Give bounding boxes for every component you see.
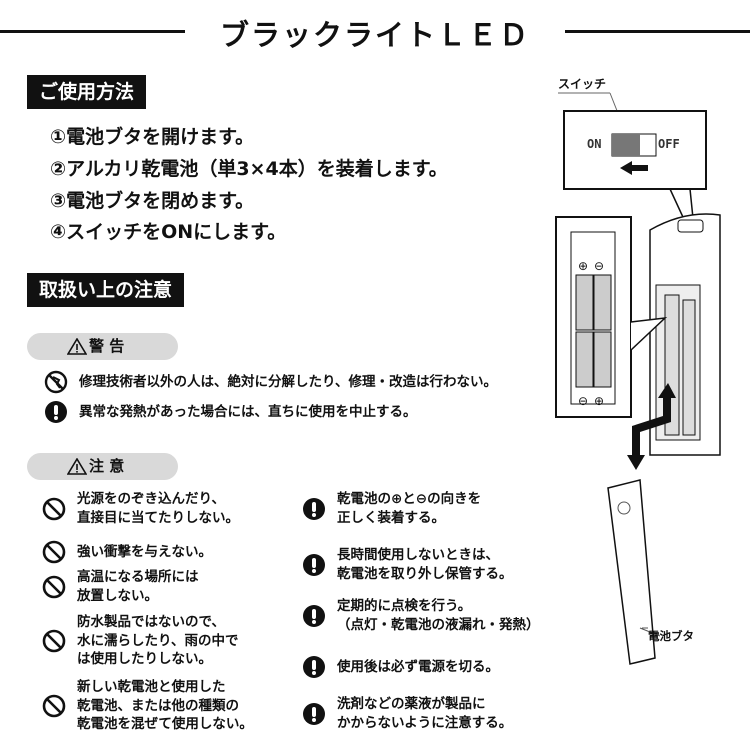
prohibited-icon [42,575,66,598]
caution-item: 強い衝撃を与えない。 [42,540,212,564]
exclamation-icon [45,401,67,423]
caution-text: 洗剤などの薬液が製品に かからないように注意する。 [337,696,513,731]
warning-triangle-icon [67,338,87,355]
caution-text: 長時間使用しないときは、 乾電池を取り外し保管する。 [337,547,513,582]
usage-step: ③電池ブタを閉めます。 [50,190,255,212]
caution-item: 新しい乾電池と使用した 乾電池、または他の種類の 乾電池を混ぜて使用しない。 [42,678,253,734]
caution-item: 長時間使用しないときは、 乾電池を取り外し保管する。 [302,546,513,583]
exclamation-icon [303,553,325,576]
plus-icon: ⊕ [578,259,588,273]
switch-slider [612,134,640,156]
battery-cover-label: 電池ブタ [648,629,694,643]
caution-text: 定期的に点検を行う。 （点灯・乾電池の液漏れ・発熱） [337,598,540,633]
usage-heading: ご使用方法 [27,75,147,109]
minus-icon: ⊖ [578,394,588,408]
plus-icon: ⊕ [594,394,604,408]
prohibited-icon [42,629,66,653]
battery-install-illustration: スイッチ ON OFF ⊕ ⊖ ⊖ ⊕ [555,77,721,470]
page-title: ブラックライトＬＥＤ [219,18,530,52]
caution-item: 光源をのぞき込んだり、 直接目に当てたりしない。 [42,490,239,527]
caution-text: 新しい乾電池と使用した 乾電池、または他の種類の 乾電池を混ぜて使用しない。 [77,679,253,732]
arrow-left-icon [620,161,648,175]
warning-item: 異常な発熱があった場合には、直ちに使用を中止する。 [44,400,417,424]
caution-text: 高温になる場所には 放置しない。 [77,569,199,604]
warning-text: 修理技術者以外の人は、絶対に分解したり、修理・改造は行わない。 [79,373,497,390]
battery-cover: 電池ブタ [607,479,694,665]
caution-text: 光源をのぞき込んだり、 直接目に当てたりしない。 [77,491,239,526]
switch-label: スイッチ [558,77,606,91]
warning-item: 修理技術者以外の人は、絶対に分解したり、修理・改造は行わない。 [44,370,497,394]
caution-text: 乾電池の⊕と⊖の向きを 正しく装着する。 [337,491,482,526]
warning-text: 異常な発熱があった場合には、直ちに使用を中止する。 [79,403,417,420]
caution-text: 防水製品ではないので、 水に濡らしたり、雨の中で は使用したりしない。 [77,614,239,667]
caution-item: 防水製品ではないので、 水に濡らしたり、雨の中で は使用したりしない。 [42,613,238,669]
prohibited-icon [42,540,66,564]
exclamation-icon [303,604,325,627]
caution-label-text: 注 意 [89,457,125,475]
prohibited-icon [42,694,66,718]
caution-text: 強い衝撃を与えない。 [77,543,212,560]
warning-label: 警 告 [27,333,178,360]
warning-triangle-icon [67,458,87,475]
warning-label-text: 警 告 [89,337,125,355]
caution-label: 注 意 [27,453,178,480]
caution-item: 高温になる場所には 放置しない。 [42,568,199,605]
switch-on-label: ON [587,137,601,151]
insert-arrow-icon [627,383,676,470]
exclamation-icon [303,656,325,678]
usage-step: ②アルカリ乾電池（単3×4本）を装着します。 [50,158,448,180]
caution-item: 使用後は必ず電源を切る。 [302,655,499,679]
caution-item: 洗剤などの薬液が製品に かからないように注意する。 [302,695,512,732]
caution-item: 乾電池の⊕と⊖の向きを 正しく装着する。 [302,490,481,527]
title-rule-right [565,30,750,33]
exclamation-icon [303,702,325,725]
no-disassembly-icon [44,370,68,394]
usage-step: ④スイッチをONにします。 [50,221,287,243]
caution-item: 定期的に点検を行う。 （点灯・乾電池の液漏れ・発熱） [302,597,540,634]
prohibited-icon [42,497,66,520]
title-rule-left [0,30,185,33]
switch-off-label: OFF [658,137,680,151]
caution-text: 使用後は必ず電源を切る。 [337,658,499,675]
usage-step: ①電池ブタを開けます。 [50,126,255,148]
minus-icon: ⊖ [594,259,604,273]
cautions-heading: 取扱い上の注意 [27,273,185,307]
exclamation-icon [303,497,325,520]
